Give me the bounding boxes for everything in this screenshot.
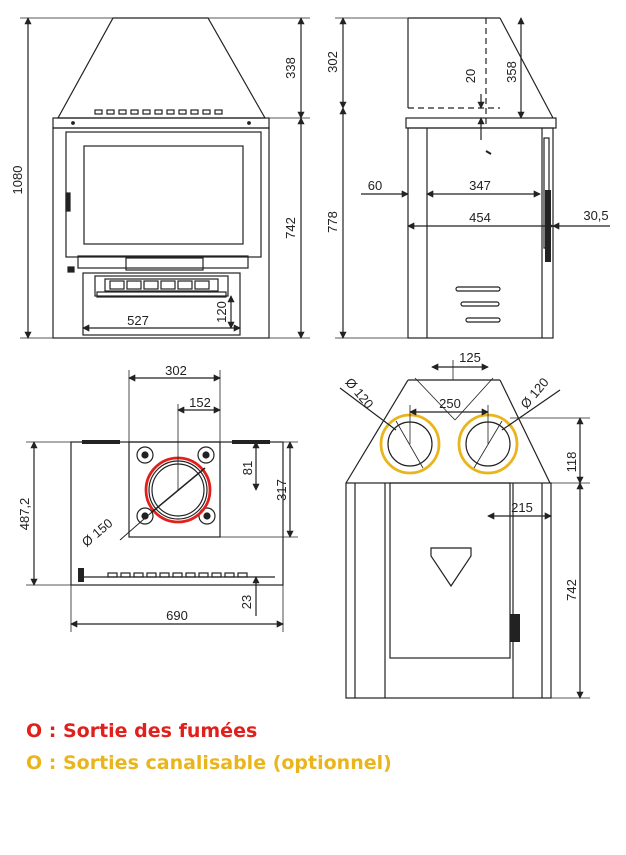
dim-base-height: 120 (214, 301, 229, 323)
technical-drawing: 1080 338 742 527 120 302 20 358 778 60 3… (10, 17, 610, 699)
side-vents (455, 286, 501, 323)
dim-side-handle: 30,5 (583, 208, 608, 223)
dim-top-plate-depth: 317 (274, 479, 289, 501)
dim-side-collar: 20 (463, 69, 478, 83)
top-view (26, 370, 298, 632)
front-hood (56, 17, 267, 119)
dim-body-height: 742 (283, 217, 298, 239)
dim-back-spacing: 250 (439, 396, 461, 411)
dim-side-depth-inner: 347 (469, 178, 491, 193)
dim-base-width: 527 (127, 313, 149, 328)
back-funnel (430, 547, 472, 588)
dim-back-top-height: 118 (564, 452, 579, 473)
top-plate (128, 441, 221, 538)
legend-duct-outlets: O : Sorties canalisable (optionnel) (26, 752, 392, 774)
dim-back-top-width: 125 (459, 350, 481, 365)
legend-smoke-outlet: O : Sortie des fumées (26, 720, 258, 742)
back-body (345, 482, 552, 699)
dim-top-outlet-diameter: Ø 150 (79, 515, 116, 549)
dim-side-depth-total: 454 (469, 210, 491, 225)
dim-side-hood-height: 302 (325, 51, 340, 73)
dim-top-total-width: 690 (166, 608, 188, 623)
dim-top-edge: 23 (239, 595, 254, 609)
dim-back-body-height: 742 (564, 579, 579, 601)
front-grate (109, 280, 210, 290)
front-hood-vents (94, 109, 223, 115)
top-small-holes (136, 446, 216, 525)
side-view (335, 17, 610, 339)
front-glass (83, 145, 244, 245)
front-body (52, 127, 270, 339)
dim-side-offset-left: 60 (368, 178, 382, 193)
back-view (339, 360, 590, 699)
dim-side-hood-offset: 358 (504, 61, 519, 83)
dim-top-plate-width: 302 (165, 363, 187, 378)
dim-back-right-diameter: Ø 120 (517, 375, 551, 412)
dim-top-outlet-offset: 152 (189, 395, 211, 410)
dimension-labels: 1080 338 742 527 120 302 20 358 778 60 3… (10, 51, 609, 623)
dim-back-offset: 215 (511, 500, 533, 515)
top-front-bars (107, 572, 248, 578)
dim-side-body-height: 778 (325, 211, 340, 233)
dim-top-outlet-offset-v: 81 (240, 461, 255, 475)
front-hood-dots (71, 121, 251, 125)
dim-top-total-depth: 487,2 (17, 498, 32, 531)
front-control-panel (125, 257, 204, 271)
front-view (20, 17, 310, 339)
dim-hood-height: 338 (283, 57, 298, 79)
dim-total-height: 1080 (10, 166, 25, 195)
